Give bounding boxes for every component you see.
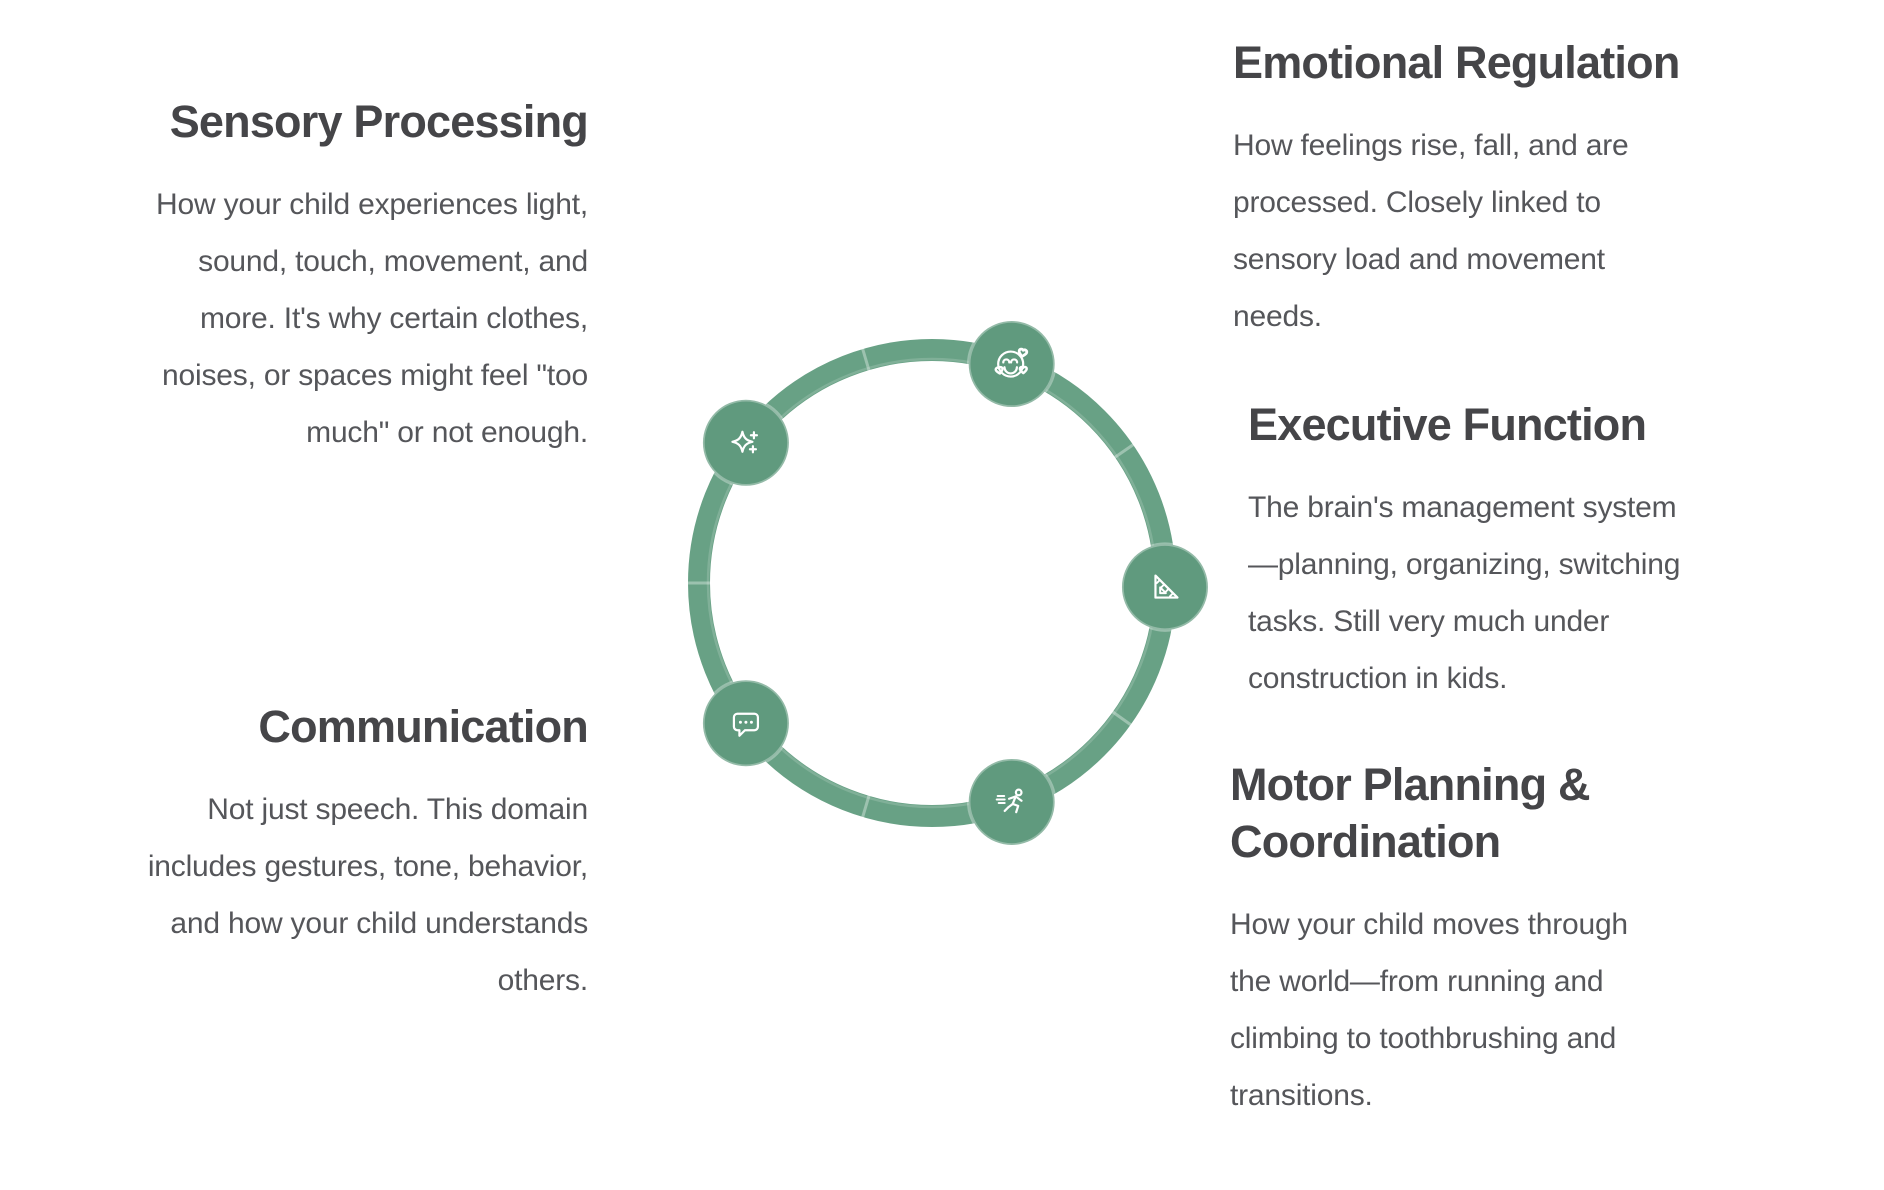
block-executive-function: Executive Function The brain's managemen… bbox=[1248, 396, 1838, 707]
executive-function-title: Executive Function bbox=[1248, 399, 1647, 450]
block-motor-planning-coordination: Motor Planning & Coordination How your c… bbox=[1230, 756, 1840, 1124]
node-circle-emotional-regulation[interactable] bbox=[966, 319, 1057, 409]
node-circle-motor-planning-coordination[interactable] bbox=[966, 757, 1057, 847]
block-communication: Communication Not just speech. This doma… bbox=[85, 698, 589, 1009]
node-circle-sensory-processing[interactable] bbox=[701, 398, 791, 488]
node-sensory-processing[interactable] bbox=[701, 398, 791, 488]
communication-description: Not just speech. This domain includes ge… bbox=[147, 793, 588, 997]
emotional-regulation-description: How feelings rise, fall, and are process… bbox=[1233, 129, 1629, 333]
ring-segment-divider bbox=[860, 793, 871, 820]
ring-segment-divider bbox=[860, 346, 871, 373]
node-motor-planning-coordination[interactable] bbox=[966, 757, 1057, 847]
ring-segment-divider bbox=[1110, 709, 1134, 728]
block-sensory-processing: Sensory Processing How your child experi… bbox=[85, 93, 589, 461]
sensory-processing-description: How your child experiences light, sound,… bbox=[156, 188, 588, 449]
executive-function-description: The brain's management system —planning,… bbox=[1248, 491, 1681, 695]
motor-planning-title: Motor Planning & Coordination bbox=[1230, 759, 1590, 867]
node-emotional-regulation[interactable] bbox=[966, 319, 1057, 409]
node-executive-function[interactable] bbox=[1120, 542, 1210, 632]
ring-segment-divider bbox=[1112, 442, 1136, 460]
sensory-processing-title: Sensory Processing bbox=[169, 96, 589, 147]
block-emotional-regulation: Emotional Regulation How feelings rise, … bbox=[1233, 34, 1823, 345]
domain-wheel bbox=[686, 319, 1210, 847]
motor-planning-description: How your child moves through the world—f… bbox=[1230, 908, 1628, 1112]
node-communication[interactable] bbox=[701, 678, 791, 768]
emotional-regulation-title: Emotional Regulation bbox=[1233, 37, 1680, 88]
communication-title: Communication bbox=[258, 701, 588, 752]
node-circle-executive-function[interactable] bbox=[1120, 542, 1210, 632]
